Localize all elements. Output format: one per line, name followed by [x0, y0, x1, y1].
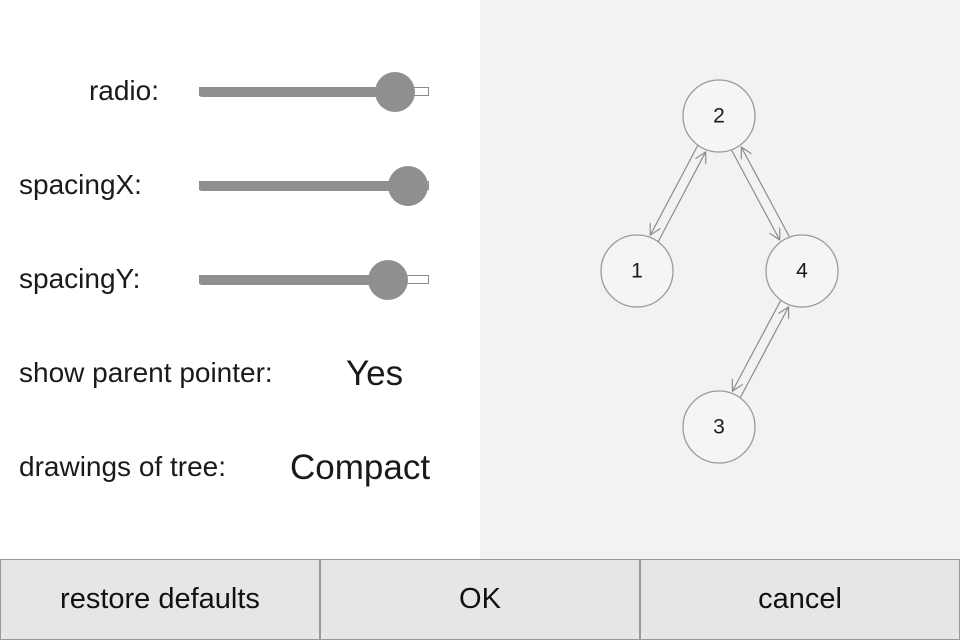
slider-fill	[199, 275, 388, 285]
radio-slider[interactable]	[199, 72, 431, 112]
child-pointer-arrow	[731, 149, 780, 240]
tree-node: 2	[682, 79, 756, 153]
parent-pointer-arrow	[739, 307, 788, 398]
tree-node-label: 1	[631, 260, 643, 283]
tree-node-label: 4	[796, 260, 808, 283]
edges-layer	[650, 145, 790, 398]
spacing-y-label: spacingY:	[19, 263, 141, 294]
tree-node: 4	[765, 234, 839, 308]
tree-node-circle	[682, 79, 756, 153]
slider-knob[interactable]	[375, 72, 415, 112]
tree-preview: 2 1 4 3	[480, 0, 960, 560]
slider-fill	[199, 87, 395, 97]
child-pointer-arrow	[732, 300, 782, 391]
button-bar: restore defaults OK cancel	[0, 559, 960, 640]
slider-knob[interactable]	[368, 260, 408, 300]
nodes-layer: 2 1 4 3	[600, 79, 839, 464]
parent-pointer-arrow	[741, 147, 790, 238]
tree-node-label: 3	[713, 416, 725, 439]
show-parent-pointer-toggle[interactable]: Yes	[346, 354, 404, 393]
restore-defaults-button[interactable]: restore defaults	[0, 559, 320, 640]
spacing-y-slider[interactable]	[199, 260, 431, 300]
tree-node-circle	[765, 234, 839, 308]
spacing-x-slider[interactable]	[199, 166, 431, 206]
tree-node: 1	[600, 234, 674, 308]
tree-node-circle	[682, 390, 756, 464]
parent-pointer-arrow	[657, 152, 705, 242]
slider-fill	[199, 181, 408, 191]
cancel-button[interactable]: cancel	[640, 559, 960, 640]
tree-preview-canvas: 2 1 4 3	[600, 79, 839, 464]
radio-label: radio:	[88, 75, 159, 106]
tree-node-label: 2	[713, 105, 725, 128]
show-parent-pointer-label: show parent pointer:	[19, 357, 273, 388]
child-pointer-arrow	[650, 145, 699, 235]
drawings-of-tree-label: drawings of tree:	[19, 451, 226, 482]
slider-knob[interactable]	[388, 166, 428, 206]
drawings-of-tree-selector[interactable]: Compact	[290, 448, 431, 487]
settings-panel: radio: spacingX: spacingY: show parent p…	[0, 0, 480, 560]
ok-button[interactable]: OK	[320, 559, 640, 640]
spacing-x-label: spacingX:	[19, 169, 142, 200]
tree-node: 3	[682, 390, 756, 464]
tree-node-circle	[600, 234, 674, 308]
